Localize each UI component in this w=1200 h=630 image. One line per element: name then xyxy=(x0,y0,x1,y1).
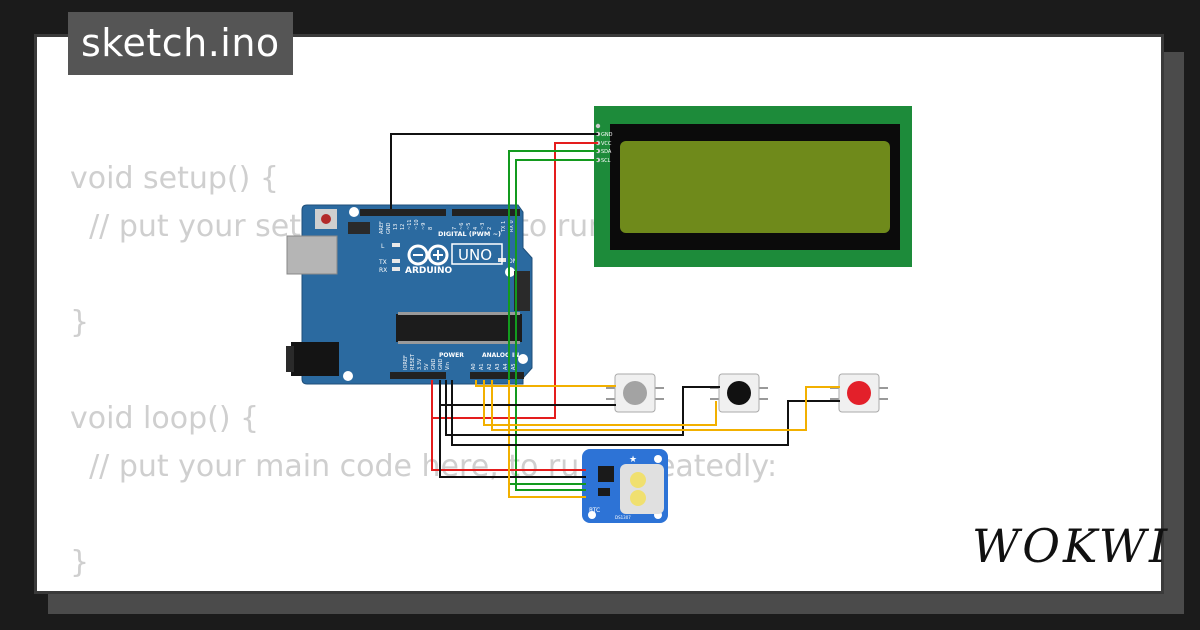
pin-label: ~5 xyxy=(466,223,472,230)
pin-label: A3 xyxy=(495,363,501,370)
code-line: } xyxy=(70,305,90,340)
pin-label: 2 xyxy=(487,227,493,230)
atmega-chip xyxy=(396,314,522,342)
pin-label: 5V xyxy=(424,363,430,370)
power-header xyxy=(390,372,446,379)
wire-btn3-signal[interactable] xyxy=(491,380,840,431)
pin-label: 3.3V xyxy=(417,358,423,370)
led-on-label: ON xyxy=(508,258,517,265)
rtc-label: RTC xyxy=(589,507,600,514)
power-jack xyxy=(291,342,339,376)
pin-label-aref: AREF xyxy=(379,221,385,234)
pin-label: IOREF xyxy=(403,355,409,370)
mount-hole xyxy=(343,371,353,381)
wire-btn2-gnd[interactable] xyxy=(445,380,720,436)
pin-label: 7 xyxy=(452,227,458,230)
button-cap xyxy=(623,381,647,405)
coin-cell xyxy=(630,472,646,488)
board-name: ARDUINO xyxy=(405,266,453,276)
pin-label: 4 xyxy=(473,227,479,230)
pin-label: ~11 xyxy=(407,219,413,230)
code-line: void loop() { xyxy=(70,401,260,436)
pin-label: 12 xyxy=(400,224,406,230)
mount-hole xyxy=(588,511,596,519)
wire-rtc-vcc[interactable] xyxy=(431,380,586,471)
pin-label: RX 0 xyxy=(509,220,515,232)
wire-lcd-sda[interactable] xyxy=(508,150,598,485)
wire-btn1-gnd[interactable] xyxy=(439,380,616,406)
pin-label: ~6 xyxy=(459,223,465,230)
lcd-display[interactable]: GND VCC SDA SCL xyxy=(594,106,912,267)
mount-hole xyxy=(518,354,528,364)
icsp-header xyxy=(348,222,370,234)
pin-label: TX 1 xyxy=(501,221,507,233)
wire-btn1-signal[interactable] xyxy=(475,380,616,387)
pin-label: 8 xyxy=(428,227,434,230)
reset-button-cap xyxy=(321,214,331,224)
pin-label: A2 xyxy=(487,363,493,370)
led-rx xyxy=(392,267,400,271)
code-line: } xyxy=(70,545,90,580)
wire-rtc-gnd[interactable] xyxy=(439,380,586,478)
model-box xyxy=(451,243,503,265)
pin-label: GND xyxy=(438,358,444,370)
board-model: UNO xyxy=(458,246,492,264)
icsp-header-2 xyxy=(514,271,530,311)
lcd-pin-label: SCL xyxy=(601,158,611,164)
button-cap xyxy=(727,381,751,405)
pin-label: A4 xyxy=(503,363,509,370)
usb-port xyxy=(286,235,338,275)
pin-label: A0 xyxy=(471,363,477,370)
led-tx xyxy=(392,259,400,263)
pin-label: GND xyxy=(431,358,437,370)
lcd-screen xyxy=(620,141,890,233)
led-rx-label: RX xyxy=(379,267,387,274)
digital-label: DIGITAL (PWM ~) xyxy=(438,230,501,238)
pushbutton-black[interactable] xyxy=(710,373,768,413)
arduino-uno-board[interactable]: AREF GND 13 12 ~11 ~10 ~9 8 7 ~6 ~5 4 ~3… xyxy=(286,204,533,385)
pin-label: 13 xyxy=(393,224,399,230)
power-label: POWER xyxy=(439,352,464,359)
arduino-logo-icon xyxy=(407,244,449,266)
pin-label: A1 xyxy=(479,363,485,370)
wokwi-logo: WOKWI xyxy=(972,519,1171,573)
led-l xyxy=(392,243,400,247)
wire-rtc-sda[interactable] xyxy=(508,380,586,498)
pin-label: A5 xyxy=(511,363,517,370)
sketch-title[interactable]: sketch.ino xyxy=(68,12,293,75)
pushbutton-gray[interactable] xyxy=(606,373,664,413)
lcd-pin-label: VCC xyxy=(601,141,612,147)
lcd-pin-label: SDA xyxy=(601,149,612,155)
wire-btn2-signal[interactable] xyxy=(483,380,717,426)
rtc-module[interactable]: ★ RTC DS1307 xyxy=(582,449,668,523)
pushbutton-red[interactable] xyxy=(830,373,888,413)
pin-label: ~10 xyxy=(414,219,420,230)
mount-hole xyxy=(349,207,359,217)
mount-hole xyxy=(654,455,662,463)
pin-label: ~9 xyxy=(421,223,427,230)
led-l-label: L xyxy=(381,243,385,250)
button-cap xyxy=(847,381,871,405)
code-line: void setup() { xyxy=(70,161,279,196)
digital-header-left xyxy=(360,209,446,216)
wire-lcd-gnd[interactable] xyxy=(390,133,598,209)
wires xyxy=(390,133,840,498)
digital-header-right xyxy=(452,209,520,216)
star-icon: ★ xyxy=(629,455,637,465)
pin-label: Vin xyxy=(445,362,451,370)
pin-label-gnd: GND xyxy=(386,222,392,234)
rtc-chip-label: DS1307 xyxy=(615,515,631,520)
coin-cell-holder xyxy=(620,464,664,514)
led-tx-label: TX xyxy=(378,259,387,266)
rtc-chip xyxy=(598,466,614,482)
rtc-crystal xyxy=(598,488,610,496)
lcd-pin-label: GND xyxy=(601,132,613,138)
wire-lcd-scl[interactable] xyxy=(515,159,598,491)
analog-label: ANALOG IN xyxy=(482,352,519,359)
pin-label: RESET xyxy=(410,353,416,370)
analog-header xyxy=(470,372,524,379)
pin-label: ~3 xyxy=(480,223,486,230)
